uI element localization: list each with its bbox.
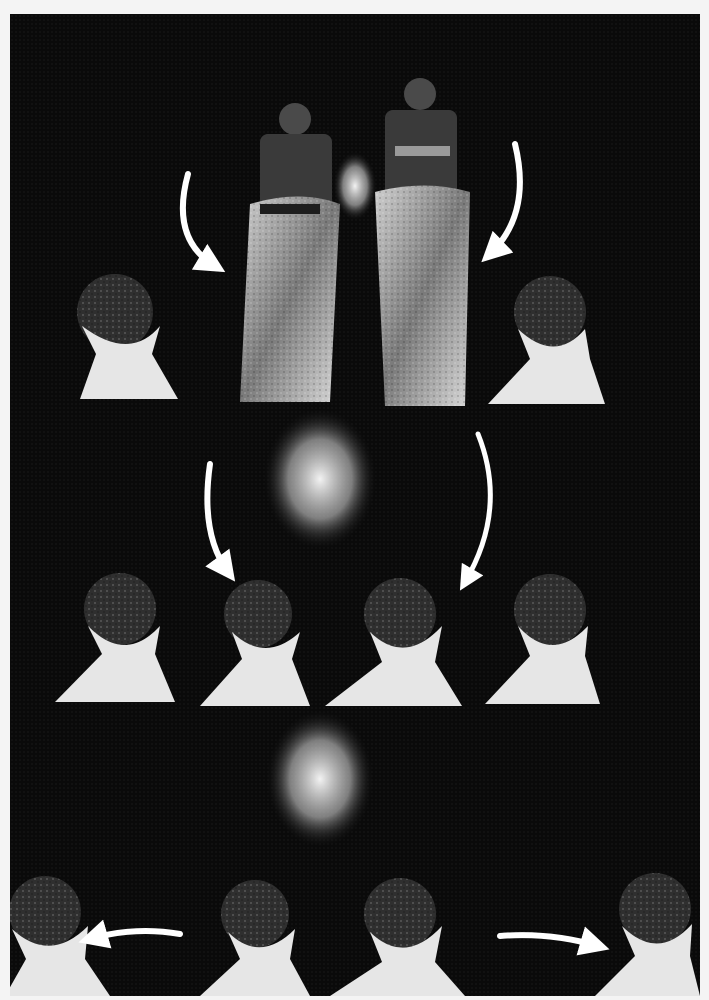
arrow-top-left [183, 174, 215, 266]
figure-right [375, 78, 470, 406]
figure-left [240, 103, 340, 402]
head-back-mid-3 [325, 578, 462, 706]
head-back-left [77, 274, 178, 399]
arrow-top-right [490, 144, 520, 254]
held-object [333, 151, 377, 221]
photograph [10, 14, 700, 996]
arrow-mid-right [465, 434, 490, 582]
head-back-bot-2 [200, 880, 310, 996]
head-back-mid-1 [55, 573, 175, 702]
head-back-right [488, 276, 605, 404]
top-panel [77, 78, 605, 406]
head-back-bot-4 [595, 873, 700, 996]
arrow-bot-left [90, 931, 180, 939]
arrow-mid-left [207, 464, 228, 572]
bottom-panel [10, 709, 700, 996]
glowing-object-bottom [265, 709, 375, 849]
head-back-bot-3 [330, 878, 465, 996]
head-back-mid-2 [200, 580, 310, 706]
arrow-bot-right [500, 935, 598, 946]
glowing-object-middle [262, 407, 378, 551]
head-back-mid-4 [485, 574, 600, 704]
photo-content [10, 14, 700, 996]
middle-panel [55, 407, 600, 706]
